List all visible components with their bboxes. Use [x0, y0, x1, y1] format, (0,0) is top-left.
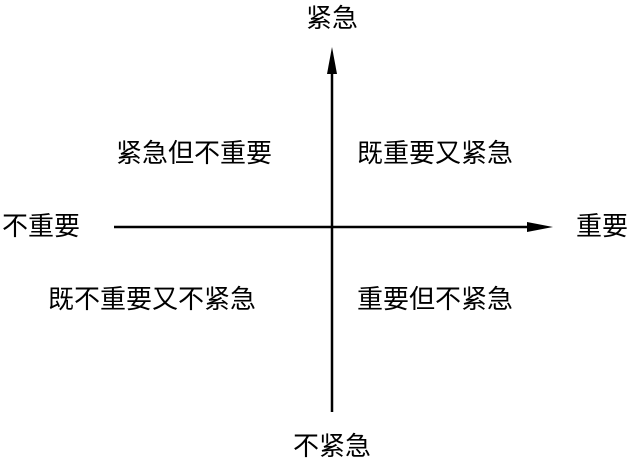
axis-label-not-important: 不重要	[2, 212, 81, 242]
quadrant-label-important-and-urgent: 既重要又紧急	[357, 139, 514, 169]
quadrant-label-neither: 既不重要又不紧急	[48, 285, 257, 315]
quadrant-label-important-not-urgent: 重要但不紧急	[357, 285, 514, 315]
axis-label-not-urgent: 不紧急	[292, 432, 372, 462]
right-arrowhead	[527, 222, 553, 232]
axis-label-urgent: 紧急	[305, 4, 359, 34]
up-arrowhead	[327, 47, 337, 74]
quadrant-label-urgent-not-important: 紧急但不重要	[116, 139, 273, 169]
axis-label-important: 重要	[576, 212, 629, 242]
